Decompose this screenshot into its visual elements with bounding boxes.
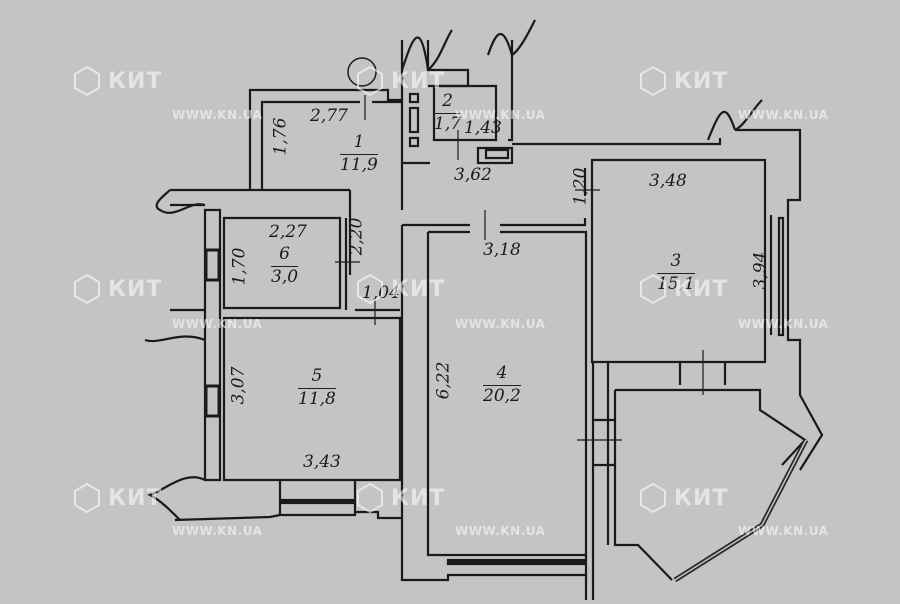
watermark-logo: КИТ xyxy=(355,273,445,305)
room-1-number: 1 xyxy=(340,133,378,155)
room-2-area: 1,7 xyxy=(434,113,462,134)
watermark-url: WWW.KN.UA xyxy=(172,317,263,331)
room-3-label: 3 15,1 xyxy=(657,252,695,294)
dim-room2-width: 1,43 xyxy=(464,118,502,138)
room-6-number: 6 xyxy=(271,245,299,267)
watermark-logo: КИТ xyxy=(355,482,445,514)
watermark-logo: КИТ xyxy=(638,65,728,97)
dim-room4-width: 3,18 xyxy=(483,240,521,260)
watermark-brand: КИТ xyxy=(391,276,446,302)
room-3-area: 15,1 xyxy=(657,273,695,294)
room-4-label: 4 20,2 xyxy=(483,364,521,406)
watermark-brand: КИТ xyxy=(674,68,729,94)
dim-room1-width: 2,77 xyxy=(310,106,348,126)
watermark-logo: КИТ xyxy=(72,65,162,97)
dim-room5-height: 3,07 xyxy=(228,366,249,405)
kit-logo-icon xyxy=(74,273,100,305)
watermark-url: WWW.KN.UA xyxy=(738,524,829,538)
watermark-url: WWW.KN.UA xyxy=(455,317,546,331)
dim-hall-width: 2,20 xyxy=(346,217,367,256)
room-2-number: 2 xyxy=(434,92,462,114)
watermark-url: WWW.KN.UA xyxy=(455,524,546,538)
room-1-label: 1 11,9 xyxy=(340,133,378,175)
room-2-label: 2 1,7 xyxy=(434,92,462,134)
watermark-url: WWW.KN.UA xyxy=(738,317,829,331)
kit-logo-icon xyxy=(74,482,100,514)
kit-logo-icon xyxy=(640,273,666,305)
dim-room4-height: 6,22 xyxy=(433,361,454,400)
watermark-brand: КИТ xyxy=(674,485,729,511)
watermark-logo: КИТ xyxy=(355,65,445,97)
watermark-logo: КИТ xyxy=(72,273,162,305)
watermark-logo: КИТ xyxy=(638,482,728,514)
dim-corridor-length: 3,62 xyxy=(454,165,492,185)
room-5-number: 5 xyxy=(298,367,336,389)
room-6-label: 6 3,0 xyxy=(271,245,299,287)
room-1-area: 11,9 xyxy=(340,154,378,175)
watermark-url: WWW.KN.UA xyxy=(172,524,263,538)
dim-room6-width: 2,27 xyxy=(269,222,307,242)
watermark-brand: КИТ xyxy=(391,68,446,94)
dim-corridor-width: 1,20 xyxy=(570,167,591,206)
room-6-area: 3,0 xyxy=(271,266,299,287)
watermark-logo: КИТ xyxy=(638,273,728,305)
watermark-brand: КИТ xyxy=(108,276,163,302)
room-3-number: 3 xyxy=(657,252,695,274)
watermark-brand: КИТ xyxy=(674,276,729,302)
watermark-brand: КИТ xyxy=(391,485,446,511)
kit-logo-icon xyxy=(357,482,383,514)
watermark-url: WWW.KN.UA xyxy=(172,108,263,122)
dim-room3-width: 3,48 xyxy=(649,171,687,191)
watermark-brand: КИТ xyxy=(108,485,163,511)
kit-logo-icon xyxy=(640,482,666,514)
kit-logo-icon xyxy=(357,65,383,97)
kit-logo-icon xyxy=(74,65,100,97)
room-4-number: 4 xyxy=(483,364,521,386)
watermark-brand: КИТ xyxy=(108,68,163,94)
kit-logo-icon xyxy=(640,65,666,97)
dim-room1-height: 1,76 xyxy=(270,117,291,156)
room-5-area: 11,8 xyxy=(298,388,336,409)
room-4-area: 20,2 xyxy=(483,385,521,406)
dim-room3-height: 3,94 xyxy=(750,251,771,290)
kit-logo-icon xyxy=(357,273,383,305)
dim-passage-width: 1,04 xyxy=(362,283,400,303)
room-5-label: 5 11,8 xyxy=(298,367,336,409)
dim-room5-width: 3,43 xyxy=(303,452,341,472)
watermark-url: WWW.KN.UA xyxy=(738,108,829,122)
watermark-logo: КИТ xyxy=(72,482,162,514)
watermark-url: WWW.KN.UA xyxy=(455,108,546,122)
dim-room6-height: 1,70 xyxy=(229,247,250,286)
